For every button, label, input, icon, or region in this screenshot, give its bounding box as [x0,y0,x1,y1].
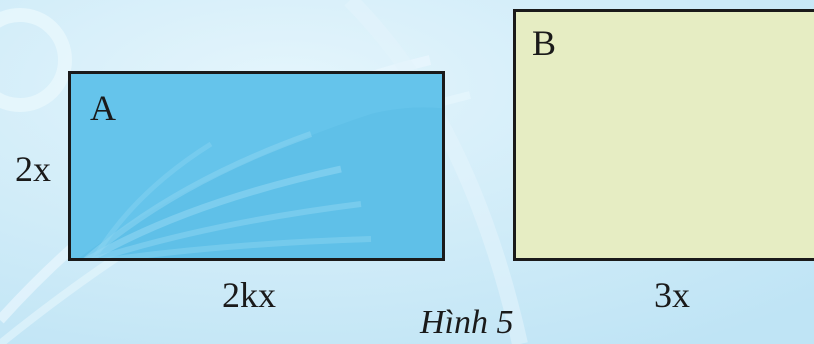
rectangle-a-book-watermark [71,74,442,258]
rectangle-a-width-label: 2kx [222,275,276,315]
rectangle-a-label: A [90,88,116,128]
rectangle-b-width-label: 3x [654,275,690,315]
rectangle-b [513,9,814,261]
rectangle-a-height-label: 2x [15,149,51,189]
rectangle-a [68,71,445,261]
figure-caption: Hình 5 [420,304,514,341]
rectangle-b-label: B [532,23,557,63]
